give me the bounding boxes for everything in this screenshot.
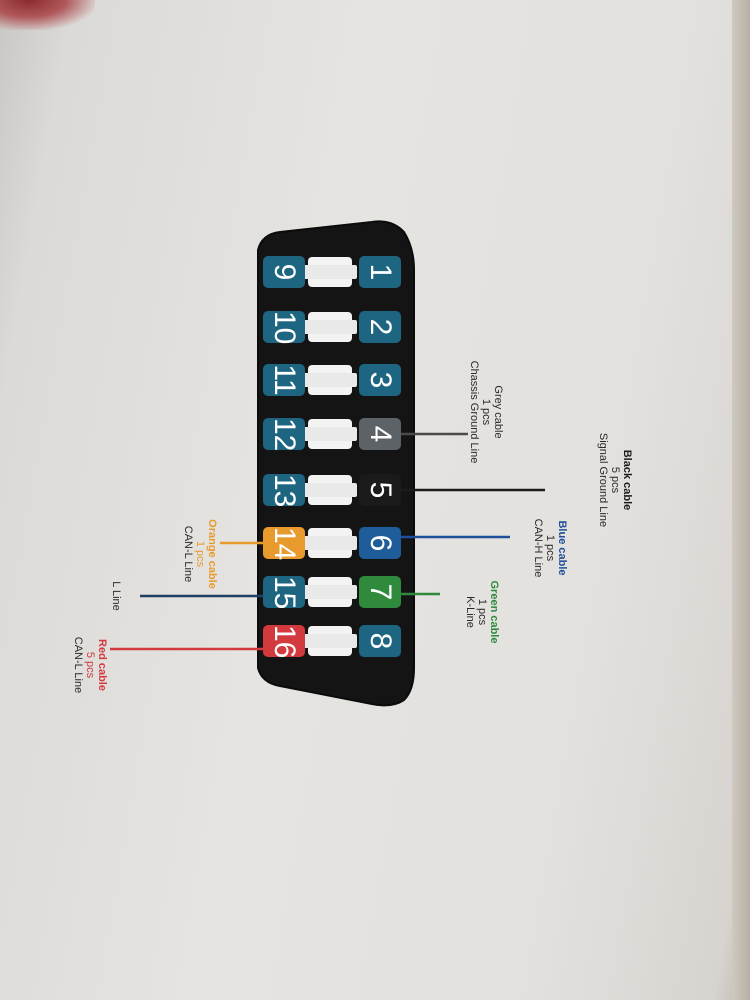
pin-12-label: 12 xyxy=(268,418,301,452)
pin-16-label: 16 xyxy=(268,625,301,659)
pin-socket-notch xyxy=(303,427,357,441)
pin-3: 3 xyxy=(359,364,401,396)
pin-9: 9 xyxy=(263,256,305,288)
pin-1-label: 1 xyxy=(364,263,397,281)
pin-7: 7 xyxy=(359,576,401,608)
pin-4: 4 xyxy=(359,418,401,450)
blue-cable-qty: 1 pcs xyxy=(544,534,556,562)
pin-14: 14 xyxy=(263,527,305,561)
grey-cable-qty: 1 pcs xyxy=(480,398,492,426)
pin-2-label: 2 xyxy=(364,318,397,336)
l-line-label: L Line xyxy=(110,566,122,626)
black-cable-title: Black cable xyxy=(621,449,633,511)
black-cable-qty: 5 pcs xyxy=(609,466,621,494)
pin-1: 1 xyxy=(359,256,401,288)
green-cable-title: Green cable xyxy=(488,580,500,644)
pin-7-label: 7 xyxy=(364,583,397,601)
grey-cable-line: Chassis Ground Line xyxy=(468,360,480,464)
pin-socket-notch xyxy=(303,483,357,497)
pin-2: 2 xyxy=(359,311,401,343)
pin-5: 5 xyxy=(359,474,401,506)
pin-6: 6 xyxy=(359,527,401,559)
pin-3-label: 3 xyxy=(364,371,397,389)
pin-11: 11 xyxy=(263,364,305,396)
pin-13: 13 xyxy=(263,474,305,508)
red-cable-qty: 5 pcs xyxy=(84,651,96,679)
pin-socket-notch xyxy=(303,585,357,599)
pin-15-label: 15 xyxy=(268,576,301,610)
pin-13-label: 13 xyxy=(268,474,301,508)
cable-wires xyxy=(110,432,545,651)
black-cable-label: Black cable 5 pcs Signal Ground Line xyxy=(597,400,633,560)
black-cable-line: Signal Ground Line xyxy=(597,432,609,528)
blue-cable-title: Blue cable xyxy=(556,520,568,576)
pin-11-label: 11 xyxy=(268,364,301,396)
red-cable-label: Red cable 5 pcs CAN-L Line xyxy=(72,595,108,735)
orange-cable-title: Orange cable xyxy=(206,519,218,589)
green-cable-line: K-Line xyxy=(464,596,476,628)
pin-10-label: 10 xyxy=(268,311,301,345)
pin-5-label: 5 xyxy=(364,481,397,499)
pin-16: 16 xyxy=(263,625,305,659)
pin-15: 15 xyxy=(263,576,305,610)
orange-cable-label: Orange cable 1 pcs CAN-L Line xyxy=(182,484,218,624)
pin-socket-notch xyxy=(303,634,357,648)
orange-cable-line: CAN-L Line xyxy=(182,525,194,583)
pin-9-label: 9 xyxy=(268,263,301,281)
pin-socket-notch xyxy=(303,265,357,279)
paper-edge xyxy=(732,0,750,1000)
pin-10: 10 xyxy=(263,311,305,345)
pin-14-label: 14 xyxy=(268,527,301,561)
green-cable-label: Green cable 1 pcs K-Line xyxy=(464,542,500,682)
green-cable-qty: 1 pcs xyxy=(476,598,488,626)
pin-socket-notch xyxy=(303,373,357,387)
grey-cable-title: Grey cable xyxy=(492,385,504,439)
pin-8-label: 8 xyxy=(364,632,397,650)
orange-cable-qty: 1 pcs xyxy=(194,540,206,568)
pin-4-label: 4 xyxy=(364,425,397,443)
red-cable-line: CAN-L Line xyxy=(72,636,84,694)
pin-socket-notch xyxy=(303,320,357,334)
photo-corner-smudge xyxy=(0,0,95,30)
l-line-text: L Line xyxy=(110,581,122,611)
pin-socket-notch xyxy=(303,536,357,550)
grey-cable-label: Grey cable 1 pcs Chassis Ground Line xyxy=(468,332,504,492)
pin-sockets xyxy=(303,257,357,656)
pin-12: 12 xyxy=(263,418,305,452)
blue-cable-line: CAN-H Line xyxy=(532,518,544,578)
pin-6-label: 6 xyxy=(364,534,397,552)
red-cable-title: Red cable xyxy=(96,639,108,691)
blue-cable-label: Blue cable 1 pcs CAN-H Line xyxy=(532,478,568,618)
pin-8: 8 xyxy=(359,625,401,657)
